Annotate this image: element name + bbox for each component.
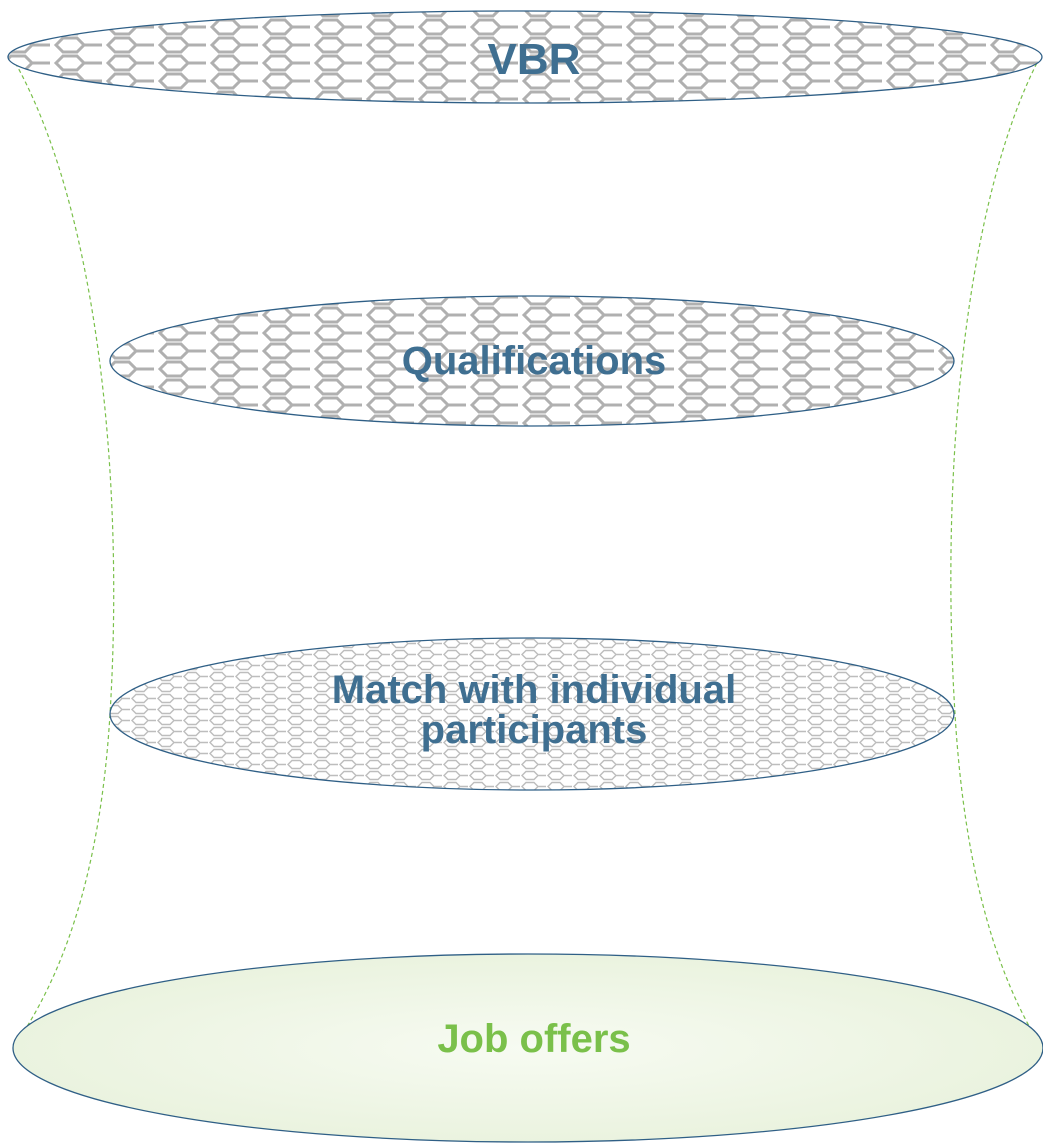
layer-vbr-outline xyxy=(7,10,1043,104)
layer-qualifications-outline xyxy=(109,295,955,427)
layer-job-offers: Job offers xyxy=(12,953,1043,1143)
layer-job-offers-outline xyxy=(12,953,1043,1143)
layer-qualifications: Qualifications xyxy=(109,295,955,427)
layer-qualifications-label: Qualifications xyxy=(402,339,667,383)
left-connector-line xyxy=(11,56,115,1046)
layer-job-offers-label: Job offers xyxy=(437,1017,630,1061)
layer-match: Match with individual participants xyxy=(109,637,955,791)
layer-match-label-line1: Match with individual xyxy=(332,668,736,712)
layer-match-label-line2: participants xyxy=(421,708,648,752)
right-connector-line xyxy=(950,56,1041,1046)
layer-match-outline xyxy=(109,637,955,791)
layer-vbr-label: VBR xyxy=(488,35,581,84)
layer-vbr: VBR xyxy=(7,10,1043,104)
